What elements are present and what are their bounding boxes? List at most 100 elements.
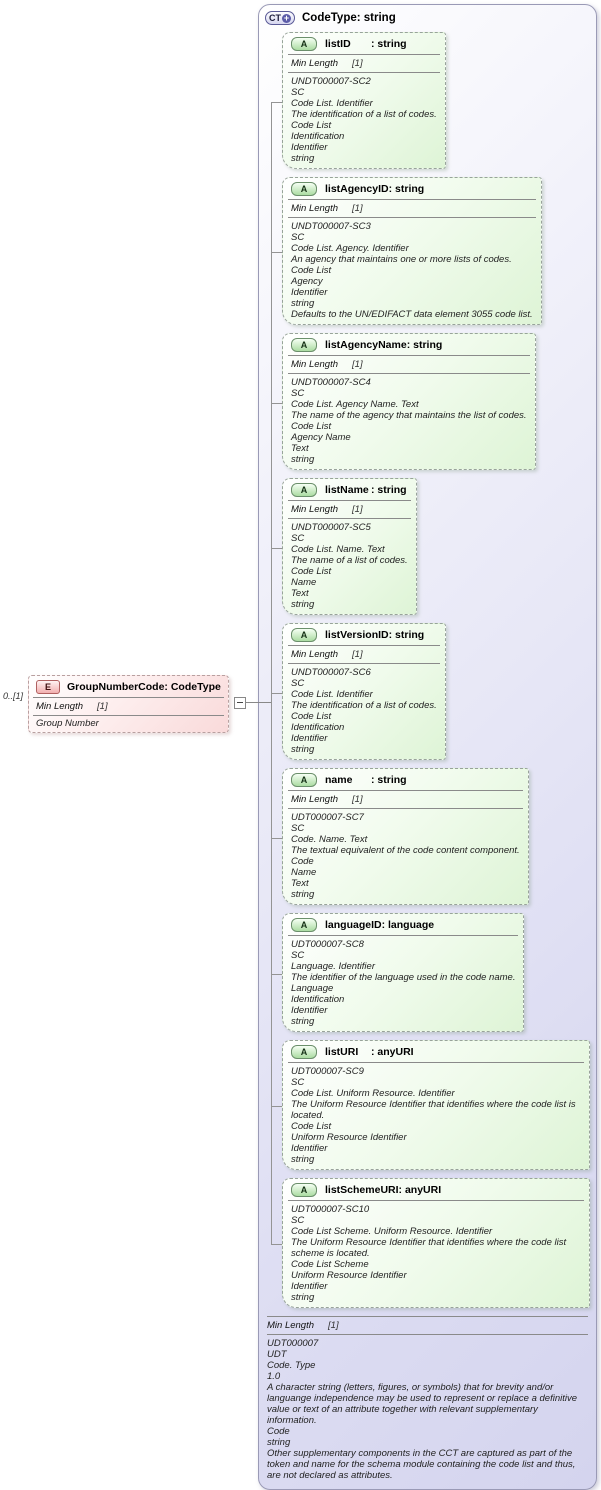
complextype-badge-icon: CT+: [265, 11, 295, 25]
divider: [288, 645, 440, 646]
attribute-badge-icon: A: [291, 181, 317, 196]
doc-line: SC: [291, 950, 305, 961]
doc-line: Identifier: [291, 1281, 328, 1292]
doc-line: UDT000007-SC10: [291, 1204, 370, 1215]
collapse-minus-icon[interactable]: [234, 697, 246, 709]
doc-line: Identifier: [291, 733, 328, 744]
divider: [288, 1062, 584, 1063]
doc-line: string: [291, 599, 315, 610]
doc-line: string: [291, 1016, 315, 1027]
attribute-badge-icon: A: [291, 482, 317, 497]
doc-line: The identification of a list of codes.: [291, 700, 437, 711]
attribute-header: A listVersionIDstring: [291, 626, 437, 643]
divider: [288, 355, 530, 356]
doc-line: UDT000007-SC8: [291, 939, 364, 950]
expand-plus-icon[interactable]: +: [282, 12, 291, 23]
doc-line: Identifier: [291, 287, 328, 298]
attribute-name: listAgencyName: [325, 338, 407, 351]
facet-name: Min Length: [36, 701, 84, 712]
attribute-header: A listAgencyIDstring: [291, 180, 533, 197]
attribute-title: listNamestring: [325, 484, 407, 496]
element-facet-row: Min Length [1]: [36, 700, 221, 713]
attribute-name: listURI: [325, 1045, 359, 1058]
doc-line: The identification of a list of codes.: [291, 109, 437, 120]
complextype-title: CodeTypestring: [302, 12, 396, 24]
facet-name: Min Length: [267, 1320, 315, 1331]
doc-line: An agency that maintains one or more lis…: [291, 254, 512, 265]
doc-line: Code. Type: [267, 1360, 316, 1371]
attribute-facet-row: Min Length[1]: [291, 793, 520, 806]
divider: [288, 72, 440, 73]
footer-facet-row: Min Length[1]: [267, 1319, 588, 1332]
attribute-box-languageID: A languageIDlanguage UDT000007-SC8SCLang…: [282, 913, 525, 1032]
doc-line: Code. Name. Text: [291, 834, 368, 845]
connector-line: [271, 838, 282, 839]
element-title: GroupNumberCodeCodeType: [67, 681, 221, 693]
attribute-badge-icon: A: [291, 1044, 317, 1059]
divider: [288, 54, 440, 55]
doc-line: UNDT000007-SC3: [291, 221, 371, 232]
attribute-name: languageID: [325, 918, 382, 931]
doc-line: A character string (letters, figures, or…: [267, 1382, 578, 1426]
attribute-facet-row: Min Length[1]: [291, 648, 437, 661]
element-box-GroupNumberCode: E GroupNumberCodeCodeType Min Length[1] …: [28, 675, 229, 733]
attribute-type: anyURI: [371, 1046, 414, 1058]
attribute-name: listVersionID: [325, 628, 389, 641]
facet-name: Min Length: [291, 58, 339, 69]
attribute-facet-row: Min Length[1]: [291, 503, 408, 516]
doc-line: Other supplementary components in the CC…: [267, 1448, 576, 1481]
attribute-box-listVersionID: A listVersionIDstring Min Length[1] UNDT…: [282, 623, 446, 760]
attribute-header: A namestring: [291, 771, 520, 788]
attribute-title: listURI anyURI: [325, 1046, 414, 1058]
divider: [288, 217, 536, 218]
attribute-box-name: A namestring Min Length[1] UDT000007-SC7…: [282, 768, 529, 905]
doc-line: SC: [291, 1215, 305, 1226]
attribute-header: A listIDstring: [291, 35, 437, 52]
doc-line: Language. Identifier: [291, 961, 375, 972]
attribute-badge-icon: A: [291, 627, 317, 642]
doc-line: Code List: [291, 265, 332, 276]
facet-name: Min Length: [291, 359, 339, 370]
doc-line: Code List: [291, 566, 332, 577]
connector-line: [271, 252, 282, 253]
connector-line: [246, 702, 271, 703]
doc-line: Identification: [291, 131, 345, 142]
doc-line: UNDT000007-SC5: [291, 522, 371, 533]
facet-name: Min Length: [291, 649, 339, 660]
attribute-title: listAgencyNamestring: [325, 339, 442, 351]
attribute-type: string: [389, 183, 425, 195]
facet-value: [1]: [352, 359, 363, 370]
attribute-title: listSchemeURIanyURI: [325, 1184, 441, 1196]
doc-line: string: [267, 1437, 291, 1448]
attributes-list: A listIDstring Min Length[1] UNDT000007-…: [263, 32, 590, 1308]
attribute-type: language: [382, 919, 435, 931]
doc-line: Code: [267, 1426, 290, 1437]
attribute-type: string: [407, 339, 443, 351]
doc-line: Agency Name: [291, 432, 351, 443]
attribute-title: languageIDlanguage: [325, 919, 434, 931]
doc-line: UNDT000007-SC6: [291, 667, 371, 678]
attribute-title: listVersionIDstring: [325, 629, 424, 641]
doc-line: SC: [291, 823, 305, 834]
attribute-box-listID: A listIDstring Min Length[1] UNDT000007-…: [282, 32, 446, 169]
doc-line: Agency: [291, 276, 323, 287]
complextype-box-CodeType: CT+ CodeTypestring A listIDstring Min Le…: [258, 4, 597, 1490]
doc-line: The name of a list of codes.: [291, 555, 408, 566]
doc-line: Identifier: [291, 1143, 328, 1154]
attribute-name: listName: [325, 483, 369, 496]
doc-line: Code List. Identifier: [291, 689, 373, 700]
divider: [288, 199, 536, 200]
attribute-header: A languageIDlanguage: [291, 916, 515, 933]
divider: [33, 697, 224, 698]
attribute-name: listAgencyID: [325, 182, 389, 195]
doc-line: Code List: [291, 1121, 332, 1132]
element-annotation: Group Number: [36, 718, 99, 729]
facet-value: [1]: [97, 701, 108, 712]
doc-line: Text: [291, 588, 309, 599]
attribute-box-listAgencyID: A listAgencyIDstring Min Length[1] UNDT0…: [282, 177, 542, 325]
element-multiplicity: 0..[1]: [3, 691, 24, 701]
doc-line: Text: [291, 443, 309, 454]
